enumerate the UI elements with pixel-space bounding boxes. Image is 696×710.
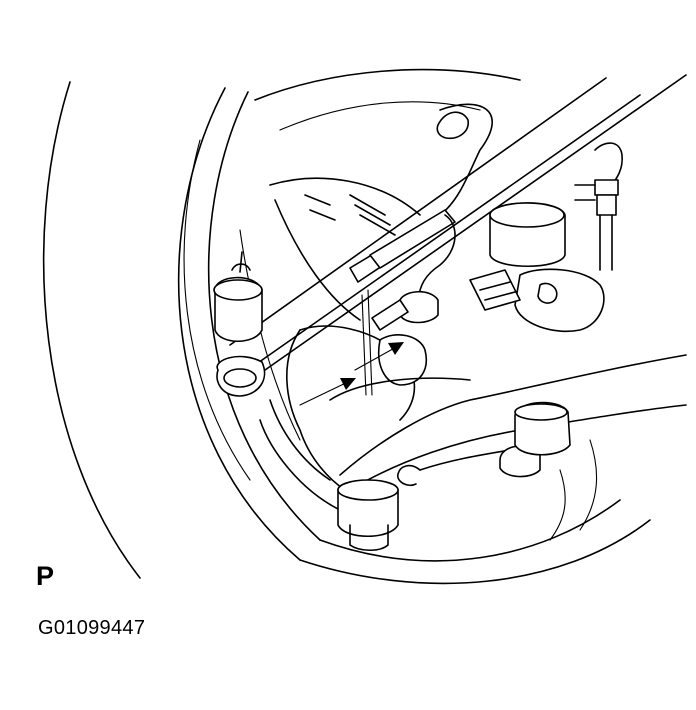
view-label: P (36, 561, 55, 591)
tire-outline (42, 68, 651, 585)
lower-ball-joint (337, 479, 399, 552)
direction-arrows (299, 289, 404, 406)
sensor-wire (371, 214, 456, 331)
left-bushing (213, 251, 266, 397)
diagonal-rod (229, 74, 687, 371)
shock-assembly (469, 202, 605, 333)
upper-arm (436, 103, 493, 216)
brake-hose (574, 142, 623, 271)
brake-backing-plate (239, 177, 421, 441)
figure-code: G01099447 (38, 617, 146, 639)
lower-control-arm (329, 354, 687, 491)
